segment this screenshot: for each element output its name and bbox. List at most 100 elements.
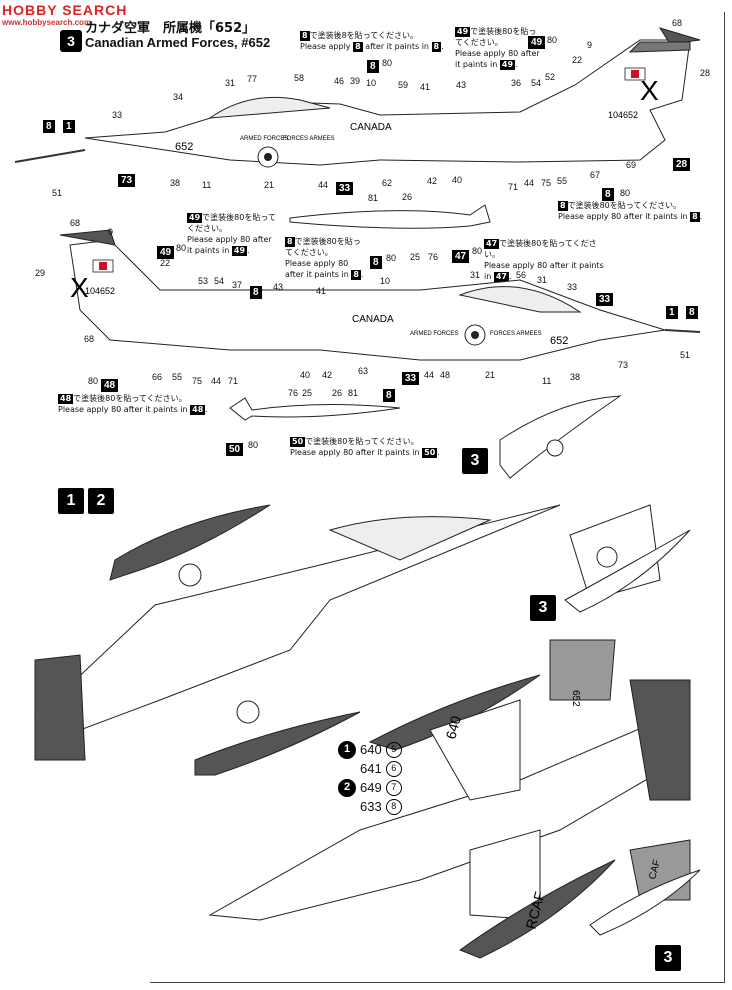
callout-box: 8: [43, 114, 55, 133]
flag-mid-tail: [92, 259, 114, 273]
callout: 80: [248, 440, 259, 450]
roundel-top-side: [257, 146, 279, 168]
drop-tank-lower-right: [589, 869, 701, 936]
callout-box: 50: [226, 437, 244, 456]
callout-box: 8: [367, 54, 379, 73]
callout-box: 33: [336, 176, 354, 195]
callout: 53: [198, 276, 209, 286]
armed-forces-top: ARMED FORCES: [240, 136, 288, 142]
callout: 10: [380, 276, 391, 286]
callout: 69: [626, 160, 637, 170]
callout: 66: [152, 372, 163, 382]
callout: 38: [170, 178, 181, 188]
callout-box: 8: [686, 300, 698, 319]
callout: 40: [300, 370, 311, 380]
fin-640: 640: [442, 714, 464, 741]
callout-box: 28: [673, 152, 691, 171]
callout: 25: [302, 388, 313, 398]
drop-tank-top: [289, 204, 491, 229]
callout-box: 48: [101, 373, 119, 392]
callout: 80: [547, 35, 558, 45]
callout: 44: [424, 370, 435, 380]
badge-3-bottom: 3: [655, 945, 681, 971]
canada-top: CANADA: [350, 122, 392, 133]
drop-tank-mid: [229, 397, 401, 421]
code-top: 652: [175, 141, 193, 153]
callout: 29: [35, 268, 46, 278]
flag-top-tail: [624, 67, 646, 81]
callout: 54: [531, 78, 542, 88]
callout: 44: [211, 376, 222, 386]
callout: 59: [398, 80, 409, 90]
callout: 10: [366, 78, 377, 88]
roundel-mid-side: [464, 324, 486, 346]
title-english: Canadian Armed Forces, #652: [85, 35, 271, 50]
callout-box: 8: [370, 250, 382, 269]
callout: 33: [112, 110, 123, 120]
callout-box: 49: [157, 240, 175, 259]
aircraft-plan-left: [34, 504, 561, 761]
callout: 31: [225, 78, 236, 88]
callout: 26: [402, 192, 413, 202]
callout: 42: [322, 370, 333, 380]
callout: 80: [472, 246, 483, 256]
callout-box: 8: [602, 182, 614, 201]
callout: 80: [620, 188, 631, 198]
callout-box: 73: [118, 168, 136, 187]
title-japanese: カナダ空軍 所属機「652」: [85, 21, 256, 36]
callout: 43: [273, 282, 284, 292]
callout: 67: [590, 170, 601, 180]
aircraft-plan-bottom: [208, 679, 691, 921]
callout: 26: [332, 388, 343, 398]
callout: 46: [334, 76, 345, 86]
callout: 75: [192, 376, 203, 386]
callout: 56: [516, 270, 527, 280]
callout: 22: [160, 258, 171, 268]
callout: 41: [316, 286, 327, 296]
callout: 43: [456, 80, 467, 90]
canada-mid: CANADA: [352, 314, 394, 325]
roundel-small-tank: [546, 439, 564, 457]
callout: 31: [470, 270, 481, 280]
fin-652: [549, 639, 616, 701]
tail-x-mid: X: [70, 272, 89, 303]
callout: 11: [542, 376, 552, 386]
callout: 52: [545, 72, 556, 82]
callout: 37: [232, 280, 243, 290]
badge-3-right: 3: [462, 448, 488, 474]
watermark: HOBBY SEARCH www.hobbysearch.com: [2, 2, 127, 27]
callout: 80: [176, 243, 187, 253]
tail-x-top: X: [640, 75, 659, 106]
callout: 76: [428, 252, 439, 262]
callout: 68: [84, 334, 95, 344]
serial-list: 1 640 5 641 6 2 649 7 633 8: [338, 740, 402, 816]
callout: 21: [485, 370, 496, 380]
serial-top: 104652: [608, 110, 638, 120]
callout-box: 1: [63, 114, 75, 133]
drop-tank-left-bottom: [194, 711, 361, 776]
callout: 51: [680, 350, 691, 360]
callout-box: 8: [250, 280, 262, 299]
drop-tank-small-right: [499, 395, 622, 479]
callout: 28: [700, 68, 711, 78]
callout: 42: [427, 176, 438, 186]
callout: 44: [318, 180, 329, 190]
callout-box: 33: [596, 287, 614, 306]
callout: 21: [264, 180, 275, 190]
callout-box: 1: [666, 300, 678, 319]
callout-box: 33: [402, 366, 420, 385]
callout: 9: [108, 227, 114, 237]
watermark-sub: www.hobbysearch.com: [2, 18, 92, 27]
callout: 39: [350, 76, 361, 86]
callout: 11: [202, 180, 212, 190]
callout: 55: [172, 372, 183, 382]
aircraft-side-middle: [59, 229, 701, 361]
caf-marking: CAF: [647, 859, 663, 881]
